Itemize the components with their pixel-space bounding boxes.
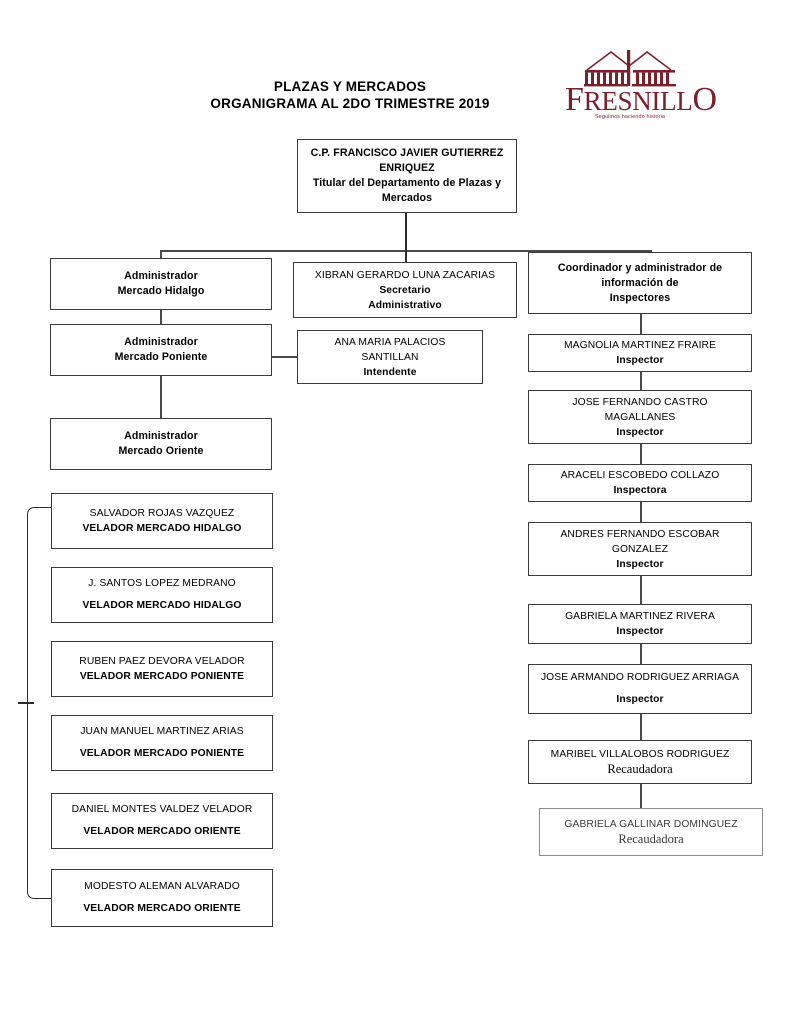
connector-insp-2-3 [640,502,642,522]
node-titular: C.P. FRANCISCO JAVIER GUTIERREZ ENRIQUEZ… [297,139,517,213]
secretario-role-2: Administrativo [368,299,442,311]
intendente-name-1: ANA MARIA PALACIOS [334,336,446,348]
velador-1-role: VELADOR MERCADO HIDALGO [82,600,242,611]
inspector-2-role: Inspectora [613,485,667,496]
fresnillo-logo: FRESNILLO Seguimos haciendo historia [565,44,717,126]
admin-0-line2: Mercado Hidalgo [117,285,205,297]
logo-mid: RESNILL [583,86,693,116]
connector-insp-0-1 [640,372,642,390]
inspector-0-role: Inspector [616,355,664,366]
node-administrador-oriente: Administrador Mercado Oriente [50,418,272,470]
logo-final: O [692,81,718,118]
velador-2-role: VELADOR MERCADO PONIENTE [79,671,245,682]
coordinador-line3: Inspectores [609,291,671,304]
node-velador-5: MODESTO ALEMAN ALVARADO VELADOR MERCADO … [51,869,273,927]
inspector-1-name-1: JOSE FERNANDO CASTRO [572,396,708,408]
velador-0-name: SALVADOR ROJAS VAZQUEZ [89,508,235,519]
connector-admin-2-3 [160,376,162,418]
node-intendente: ANA MARIA PALACIOS SANTILLAN Intendente [297,330,483,384]
inspector-1-name-2: MAGALLANES [604,411,676,423]
title-line-1: PLAZAS Y MERCADOS [273,79,427,94]
page-title: PLAZAS Y MERCADOS ORGANIGRAMA AL 2DO TRI… [150,78,550,112]
node-coordinador: Coordinador y administrador de informaci… [528,252,752,314]
connector-root-drop [405,213,408,251]
connector-branch-left [160,250,162,258]
inspector-4-role: Inspector [616,626,664,637]
node-secretario-administrativo: XIBRAN GERARDO LUNA ZACARIAS Secretario … [293,262,517,318]
node-administrador-hidalgo: Administrador Mercado Hidalgo [50,258,272,310]
velador-5-role: VELADOR MERCADO ORIENTE [83,903,241,914]
intendente-role: Intendente [363,366,417,378]
recaudadora-1-role: Recaudadora [618,832,684,846]
inspector-2-name: ARACELI ESCOBEDO COLLAZO [560,470,720,481]
velador-4-role: VELADOR MERCADO ORIENTE [83,826,241,837]
connector-insp-1-2 [640,444,642,464]
recaudadora-0-role: Recaudadora [607,762,673,776]
connector-coord-insp-0 [640,314,642,334]
velador-0-role: VELADOR MERCADO HIDALGO [82,523,242,534]
node-velador-0: SALVADOR ROJAS VAZQUEZ VELADOR MERCADO H… [51,493,273,549]
inspector-3-name-2: GONZALEZ [611,543,669,555]
node-velador-2: RUBEN PAEZ DEVORA VELADOR VELADOR MERCAD… [51,641,273,697]
inspector-4-name: GABRIELA MARTINEZ RIVERA [565,611,715,622]
connector-insp-5-6 [640,714,642,740]
admin-0-line1: Administrador [124,270,198,282]
inspector-1-role: Inspector [616,426,664,438]
fresnillo-arches-icon [584,50,676,87]
admin-1-line2: Mercado Poniente [114,351,208,363]
node-recaudadora-0: MARIBEL VILLALOBOS RODRIGUEZ Recaudadora [528,740,752,784]
logo-initial: F [565,81,584,118]
node-inspector-3: ANDRES FERNANDO ESCOBAR GONZALEZ Inspect… [528,522,752,576]
connector-rec-0-1 [640,784,642,808]
node-inspector-2: ARACELI ESCOBEDO COLLAZO Inspectora [528,464,752,502]
inspector-5-role: Inspector [616,694,664,705]
titular-role-2: Mercados [381,192,433,204]
titular-name-1: C.P. FRANCISCO JAVIER GUTIERREZ [310,147,504,159]
velador-1-name: J. SANTOS LOPEZ MEDRANO [88,578,236,589]
connector-admin-1-2 [160,310,162,324]
node-administrador-poniente: Administrador Mercado Poniente [50,324,272,376]
coordinador-line2: información de [601,276,679,289]
inspector-0-name: MAGNOLIA MARTINEZ FRAIRE [563,340,717,351]
inspector-5-name: JOSE ARMANDO RODRIGUEZ ARRIAGA [540,672,740,683]
titular-name-2: ENRIQUEZ [379,162,435,174]
velador-5-name: MODESTO ALEMAN ALVARADO [84,881,240,892]
intendente-name-2: SANTILLAN [361,351,419,363]
logo-wordmark: FRESNILLO [565,83,717,117]
title-line-2: ORGANIGRAMA AL 2DO TRIMESTRE 2019 [210,96,490,111]
secretario-role-1: Secretario [379,284,431,296]
coordinador-line1: Coordinador y administrador de [557,261,723,274]
veladores-bracket-stub [18,702,34,704]
node-inspector-5: JOSE ARMANDO RODRIGUEZ ARRIAGA Inspector [528,664,752,714]
recaudadora-1-name: GABRIELA GALLINAR DOMINGUEZ [564,819,738,830]
node-velador-1: J. SANTOS LOPEZ MEDRANO VELADOR MERCADO … [51,567,273,623]
logo-tagline: Seguimos haciendo historia [594,114,666,120]
node-inspector-0: MAGNOLIA MARTINEZ FRAIRE Inspector [528,334,752,372]
velador-3-name: JUAN MANUEL MARTINEZ ARIAS [80,726,244,737]
titular-role-1: Titular del Departamento de Plazas y [312,177,502,189]
node-recaudadora-1: GABRIELA GALLINAR DOMINGUEZ Recaudadora [539,808,763,856]
inspector-3-role: Inspector [616,558,664,570]
velador-2-name: RUBEN PAEZ DEVORA VELADOR [79,656,245,667]
velador-3-role: VELADOR MERCADO PONIENTE [79,748,245,759]
connector-insp-3-4 [640,576,642,604]
node-inspector-4: GABRIELA MARTINEZ RIVERA Inspector [528,604,752,644]
recaudadora-0-name: MARIBEL VILLALOBOS RODRIGUEZ [550,749,730,760]
velador-4-name: DANIEL MONTES VALDEZ VELADOR [71,804,253,815]
inspector-3-name-1: ANDRES FERNANDO ESCOBAR [560,528,720,540]
node-velador-4: DANIEL MONTES VALDEZ VELADOR VELADOR MER… [51,793,273,849]
connector-insp-4-5 [640,644,642,664]
connector-branch-center [405,250,408,266]
node-inspector-1: JOSE FERNANDO CASTRO MAGALLANES Inspecto… [528,390,752,444]
node-velador-3: JUAN MANUEL MARTINEZ ARIAS VELADOR MERCA… [51,715,273,771]
connector-poniente-intendente [272,356,297,358]
secretario-name: XIBRAN GERARDO LUNA ZACARIAS [314,269,496,281]
admin-2-line1: Administrador [124,430,198,442]
admin-1-line1: Administrador [124,336,198,348]
admin-2-line2: Mercado Oriente [118,445,204,457]
